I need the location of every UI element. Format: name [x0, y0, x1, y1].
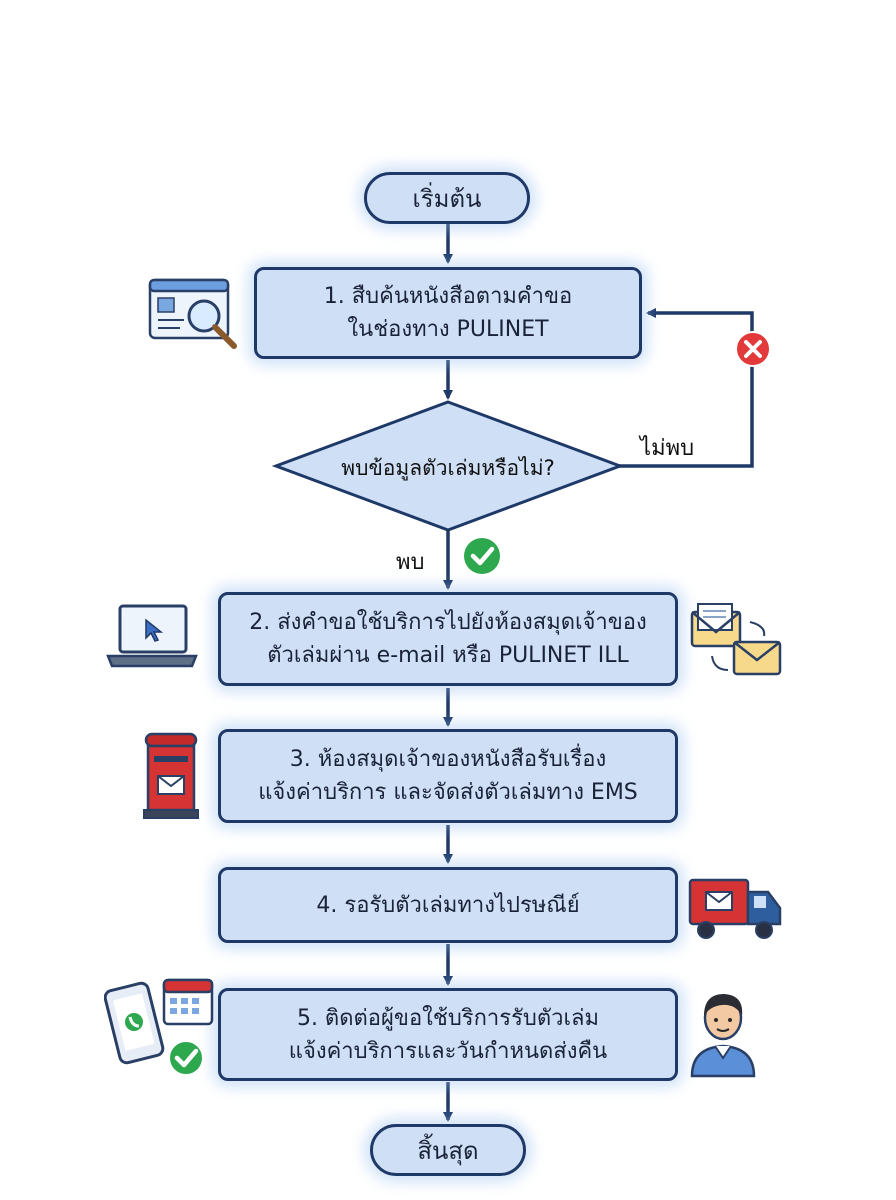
mailbox-icon: [143, 732, 199, 819]
search-window-icon: [148, 278, 237, 349]
step-2-line-2: ตัวเล่มผ่าน e-mail หรือ PULINET ILL: [267, 643, 629, 668]
person-icon: [690, 994, 756, 1078]
decision-diamond: [271, 400, 625, 532]
step-3-box: 3. ห้องสมุดเจ้าของหนังสือรับเรื่อง แจ้งค…: [218, 729, 678, 823]
step-5-box: 5. ติดต่อผู้ขอใช้บริการรับตัวเล่ม แจ้งค่…: [218, 988, 678, 1081]
step-3-line-1: 3. ห้องสมุดเจ้าของหนังสือรับเรื่อง: [289, 747, 607, 772]
step-3-line-2: แจ้งค่าบริการ และจัดส่งตัวเล่มทาง EMS: [258, 780, 638, 805]
end-label: สิ้นสุด: [417, 1136, 479, 1165]
found-label: พบ: [396, 550, 425, 575]
step-1-box: 1. สืบค้นหนังสือตามคำขอ ในช่องทาง PULINE…: [254, 267, 642, 359]
step-4-line-1: 4. รอรับตัวเล่มทางไปรษณีย์: [316, 892, 580, 918]
step-2-line-1: 2. ส่งคำขอใช้บริการไปยังห้องสมุดเจ้าของ: [249, 610, 647, 635]
start-label: เริ่มต้น: [412, 184, 482, 213]
start-node: เริ่มต้น: [364, 172, 530, 224]
step-2-box: 2. ส่งคำขอใช้บริการไปยังห้องสมุดเจ้าของ …: [218, 592, 678, 686]
cross-icon: [735, 331, 771, 367]
arrow-loop-not-found: [618, 308, 754, 468]
step-5-line-1: 5. ติดต่อผู้ขอใช้บริการรับตัวเล่ม: [296, 1005, 600, 1031]
not-found-label: ไม่พบ: [640, 436, 695, 461]
check-icon: [464, 538, 500, 574]
decision-label: พบข้อมูลตัวเล่มหรือไม่?: [341, 456, 555, 480]
step-4-box: 4. รอรับตัวเล่มทางไปรษณีย์: [218, 867, 678, 943]
step-1-line-2: ในช่องทาง PULINET: [347, 317, 549, 342]
delivery-truck-icon: [688, 878, 782, 939]
envelopes-icon: [690, 603, 782, 676]
laptop-icon: [106, 604, 198, 668]
end-node: สิ้นสุด: [370, 1124, 526, 1176]
step-5-line-2: แจ้งค่าบริการและวันกำหนดส่งคืน: [288, 1038, 608, 1064]
step-1-line-1: 1. สืบค้นหนังสือตามคำขอ: [323, 284, 573, 309]
phone-calendar-icon: [104, 978, 214, 1076]
